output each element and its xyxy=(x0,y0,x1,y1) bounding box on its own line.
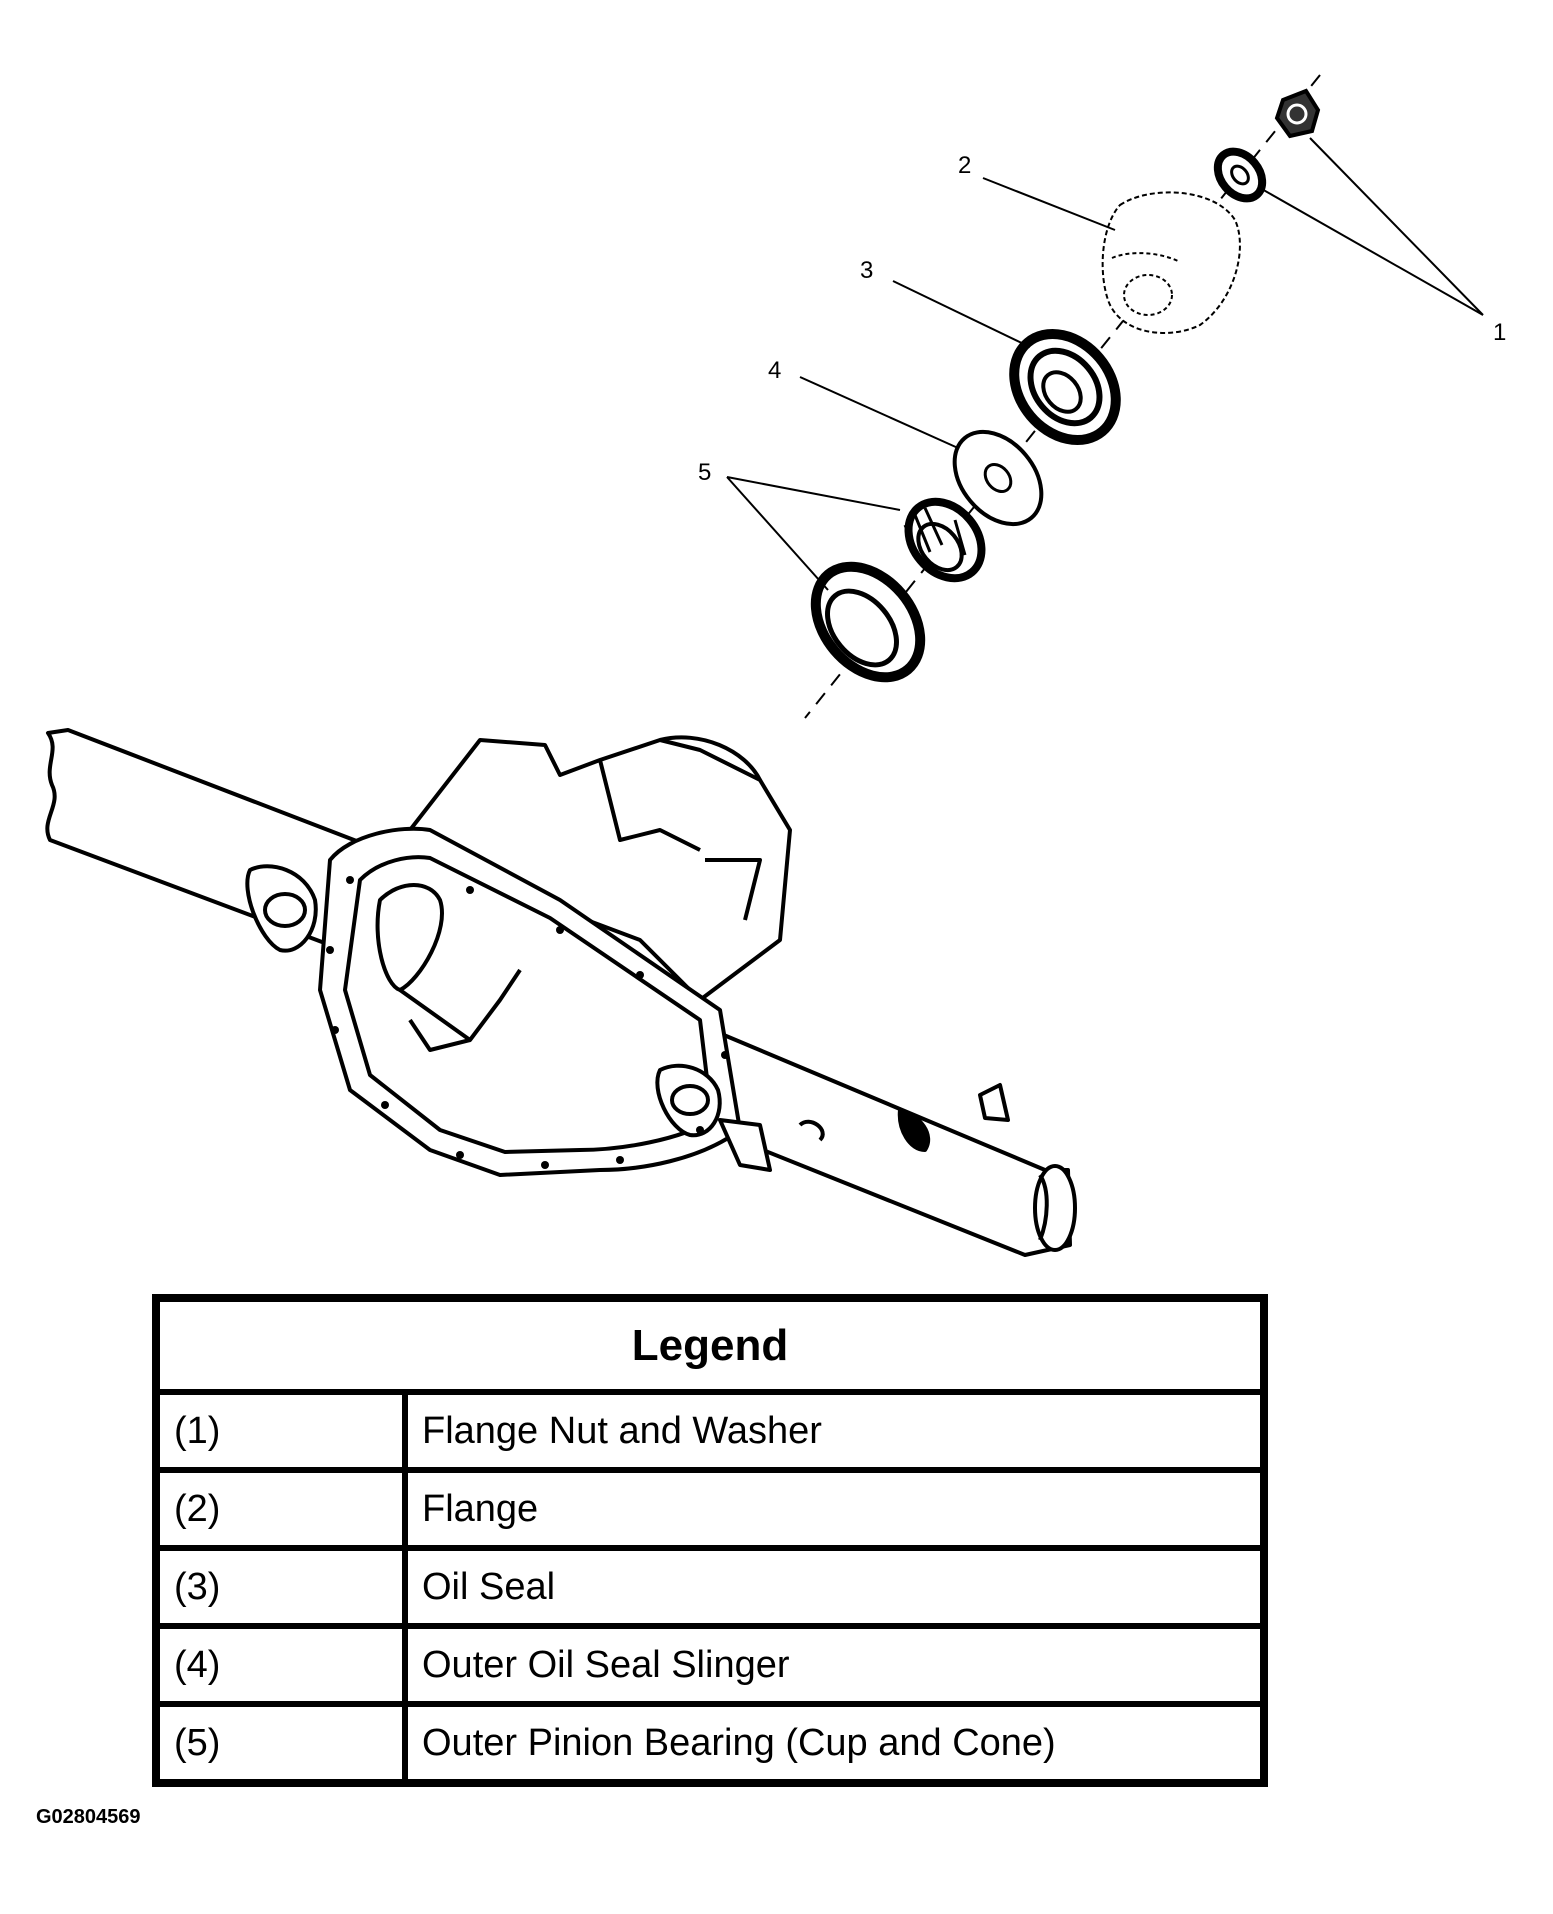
leader-lines xyxy=(726,137,1484,591)
legend-table: Legend (1) Flange Nut and Washer (2) Fla… xyxy=(152,1294,1268,1787)
callout-4: 4 xyxy=(768,357,781,384)
oil-seal-part xyxy=(1009,328,1121,446)
cover-bolts xyxy=(326,876,729,1169)
legend-number: (5) xyxy=(156,1701,408,1783)
legend-description: Oil Seal xyxy=(405,1545,1264,1626)
figure-id: G02804569 xyxy=(36,1806,141,1828)
washer-part xyxy=(1213,147,1267,203)
exploded-view-diagram: 1 2 3 4 5 xyxy=(45,74,1506,1257)
legend-description: Flange Nut and Washer xyxy=(405,1389,1264,1470)
legend-number: (4) xyxy=(156,1623,408,1704)
legend-description: Outer Oil Seal Slinger xyxy=(405,1623,1264,1704)
legend-title: Legend xyxy=(156,1298,1264,1395)
flange-part xyxy=(1101,191,1241,334)
table-row: (2) Flange xyxy=(156,1467,1264,1548)
oil-seal-slinger-part xyxy=(952,429,1044,527)
table-row: (5) Outer Pinion Bearing (Cup and Cone) xyxy=(156,1701,1264,1783)
bearing-cone-part xyxy=(903,497,986,583)
legend-number: (2) xyxy=(156,1467,408,1548)
bearing-cup-part xyxy=(810,561,926,683)
callout-2: 2 xyxy=(958,152,971,179)
table-row: (1) Flange Nut and Washer xyxy=(156,1389,1264,1470)
legend-number: (1) xyxy=(156,1389,408,1470)
flange-nut-part xyxy=(1274,88,1321,139)
table-row: (3) Oil Seal xyxy=(156,1545,1264,1626)
table-row: (4) Outer Oil Seal Slinger xyxy=(156,1623,1264,1704)
axle-housing xyxy=(45,728,1077,1257)
legend-description: Outer Pinion Bearing (Cup and Cone) xyxy=(405,1701,1264,1783)
callout-3: 3 xyxy=(860,257,873,284)
callout-1: 1 xyxy=(1493,319,1506,346)
legend-number: (3) xyxy=(156,1545,408,1626)
legend-description: Flange xyxy=(405,1467,1264,1548)
callout-5: 5 xyxy=(698,459,711,486)
